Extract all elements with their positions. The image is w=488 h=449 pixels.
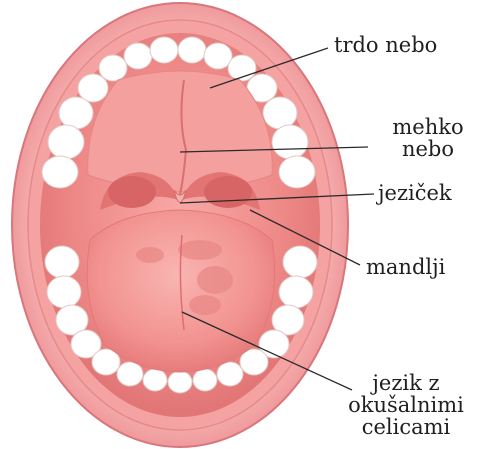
label-hard-palate: trdo nebo <box>334 34 437 56</box>
label-tongue-line3: celicami <box>336 416 476 438</box>
label-soft-palate-line2: nebo <box>378 138 478 160</box>
label-tongue: jezik z okušalnimi celicami <box>336 372 476 438</box>
label-tonsils: mandlji <box>366 256 445 278</box>
label-tongue-line2: okušalnimi <box>336 394 476 416</box>
label-tongue-line1: jezik z <box>336 372 476 394</box>
label-uvula: jeziček <box>378 182 452 204</box>
label-soft-palate: mehko nebo <box>378 116 478 160</box>
label-soft-palate-line1: mehko <box>378 116 478 138</box>
hard-palate <box>88 71 272 192</box>
